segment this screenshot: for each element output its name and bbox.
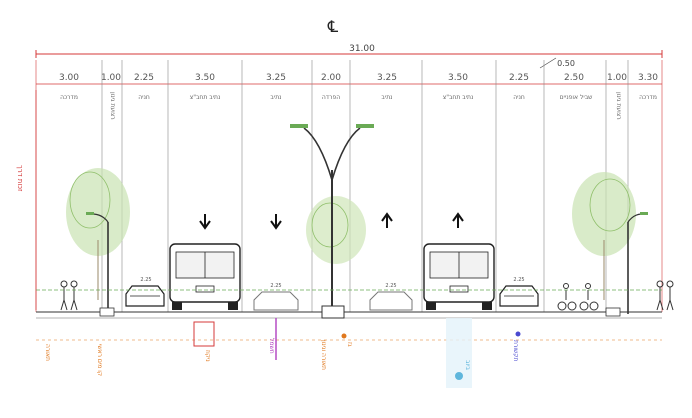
row-label: זכות דרך (16, 165, 24, 192)
tree-right (572, 172, 636, 300)
utility-telecom (515, 331, 521, 337)
lane-label-1: רצועת גינון (109, 92, 116, 120)
direction-arrows (199, 212, 464, 230)
lane-width-2: 2.25 (134, 73, 154, 83)
lane-label-8: חניה (513, 94, 525, 101)
arrow-down-icon (199, 214, 211, 230)
bus-left (169, 243, 241, 310)
lane-width-9: 2.50 (564, 73, 584, 83)
lane-label-3: נתיב תחב"צ (190, 94, 221, 101)
arrow-up-icon (381, 212, 393, 228)
utility-label-gas: גז (346, 342, 353, 347)
lane-label-7: נתיב תחב"צ (443, 94, 474, 101)
lane-function-labels: מדרכה רצועת גינון חניה נתיב תחב"צ נתיב ה… (60, 92, 657, 120)
lane-label-10: רצועת גינון (615, 92, 622, 120)
lane-label-0: מדרכה (60, 94, 78, 101)
lane-label-6: נתיב (381, 94, 392, 101)
lane-label-11: מדרכה (639, 94, 657, 101)
sub-width-label: 0.50 (557, 59, 575, 68)
utility-label-sewer: ביוב (464, 360, 471, 370)
street-light-right (627, 212, 648, 314)
centerline-symbol: ℄ (327, 17, 339, 36)
utility-label-water: קו מים ראשי (96, 344, 103, 376)
lane-width-3: 3.50 (195, 73, 215, 83)
tree-left (66, 168, 130, 300)
lane-width-4: 3.25 (266, 73, 286, 83)
lane-width-8: 2.25 (509, 73, 529, 83)
street-light-left (86, 212, 109, 314)
total-dimension: 31.00 (35, 44, 663, 58)
utility-label-lighting: תאורה (44, 344, 51, 361)
lane-label-4: נתיב (270, 94, 281, 101)
vehicle-label-2: 2.25 (385, 283, 396, 289)
lane-width-6: 3.25 (377, 73, 397, 83)
vehicle-label-1: 2.25 (270, 283, 281, 289)
total-width-label: 31.00 (349, 44, 375, 54)
ground-profile (36, 289, 662, 341)
sub-dimension: 0.50 (539, 57, 575, 69)
vehicle-label-3: 2.25 (513, 277, 524, 283)
pedestrians-right (656, 280, 674, 311)
utility-sewer (446, 318, 472, 388)
utility-label-telecom: תקשורת (512, 340, 519, 361)
bus-right (423, 243, 495, 310)
lane-label-5: הפרדה (322, 94, 340, 101)
lane-width-10: 1.00 (607, 73, 627, 83)
utility-gas (341, 333, 347, 339)
utility-label-lighting-landscape: תאורה וגינון (320, 340, 327, 370)
car-lane-right (369, 291, 413, 311)
vehicle-label-0: 2.25 (140, 277, 151, 283)
utility-drain (193, 321, 215, 347)
car-parked-left (125, 285, 165, 307)
car-parked-right (499, 285, 539, 307)
arrow-up-icon (452, 212, 464, 228)
lane-width-11: 3.30 (638, 73, 658, 83)
utility-label-electric: חשמל (268, 338, 275, 354)
lane-label-2: חניה (138, 94, 150, 101)
lane-width-1: 1.00 (101, 73, 121, 83)
lane-label-9: שביל אופניים (560, 94, 593, 101)
lane-width-7: 3.50 (448, 73, 468, 83)
pedestrians-left (60, 280, 78, 311)
cyclists (557, 283, 599, 311)
utility-label-drainage: ניקוז (204, 350, 211, 362)
lane-width-5: 2.00 (321, 73, 341, 83)
lane-width-labels: 3.00 1.00 2.25 3.50 3.25 2.00 3.25 3.50 … (59, 73, 658, 83)
car-lane-left (253, 291, 299, 311)
tree-center (306, 196, 366, 264)
utility-labels: תאורה קו מים ראשי ניקוז חשמל תאורה וגינו… (44, 338, 519, 376)
arrow-down-icon (270, 214, 282, 230)
lane-width-0: 3.00 (59, 73, 79, 83)
